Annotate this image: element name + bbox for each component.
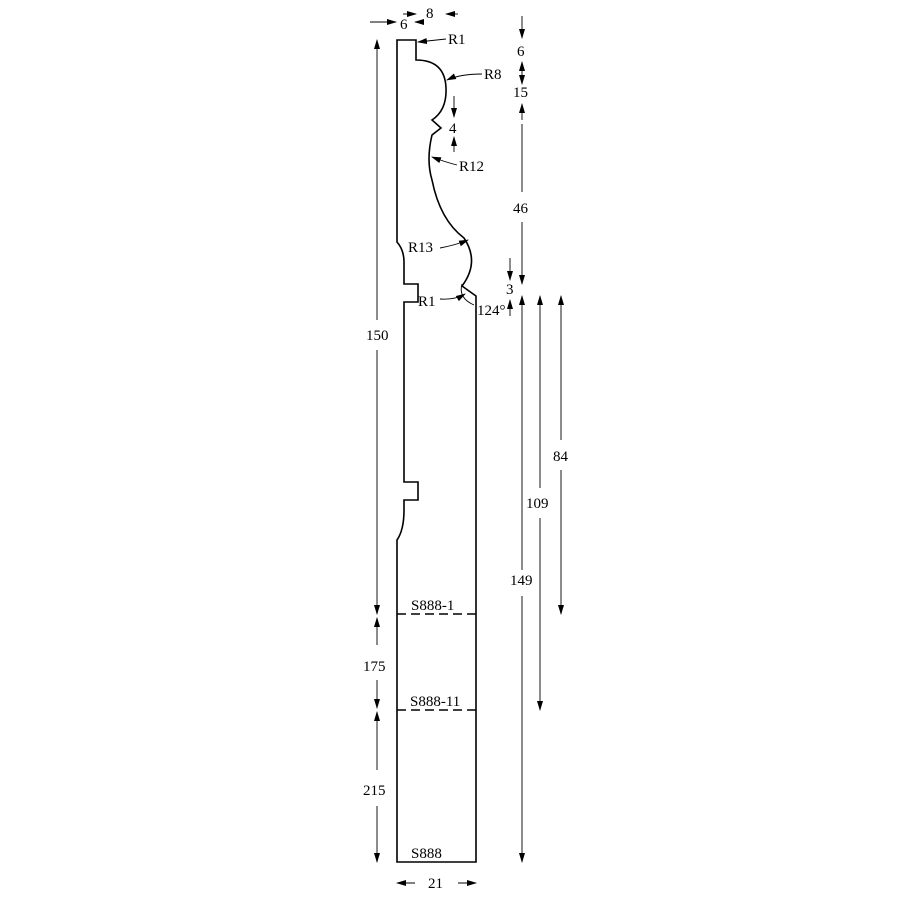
cut-label-s888-1: S888-1 [411, 598, 454, 614]
r8-label: R8 [484, 67, 502, 83]
dim-4-label: 4 [449, 121, 457, 137]
dim-6-top-label: 6 [400, 17, 408, 33]
dim-8-top-label: 8 [426, 6, 434, 22]
dim-3-label: 3 [506, 282, 514, 298]
dim-21-label: 21 [428, 876, 443, 892]
r13-label: R13 [408, 240, 433, 256]
dim-150-label: 150 [366, 328, 389, 344]
r1-tip-leader [439, 293, 466, 302]
r8-leader [446, 73, 483, 81]
r12-label: R12 [459, 159, 484, 175]
r13-leader [439, 239, 469, 249]
dim-6-right-label: 6 [517, 44, 525, 60]
dim-109-label: 109 [526, 496, 549, 512]
dim-149-label: 149 [510, 573, 533, 589]
angle-arc [460, 283, 475, 306]
cut-label-s888-11: S888-11 [410, 694, 460, 710]
dim-15-label: 15 [513, 85, 528, 101]
r12-leader [431, 156, 458, 166]
r1-tip-label: R1 [418, 294, 436, 310]
dim-46-label: 46 [513, 201, 529, 217]
r1-top-label: R1 [448, 32, 466, 48]
cut-label-s888: S888 [411, 846, 442, 862]
profile-outline [396, 39, 477, 863]
dim-84-label: 84 [553, 449, 569, 465]
dim-175-label: 175 [363, 659, 386, 675]
dim-215-label: 215 [363, 783, 386, 799]
r1-top-leader [417, 38, 447, 45]
angle-label: 124° [477, 303, 506, 319]
